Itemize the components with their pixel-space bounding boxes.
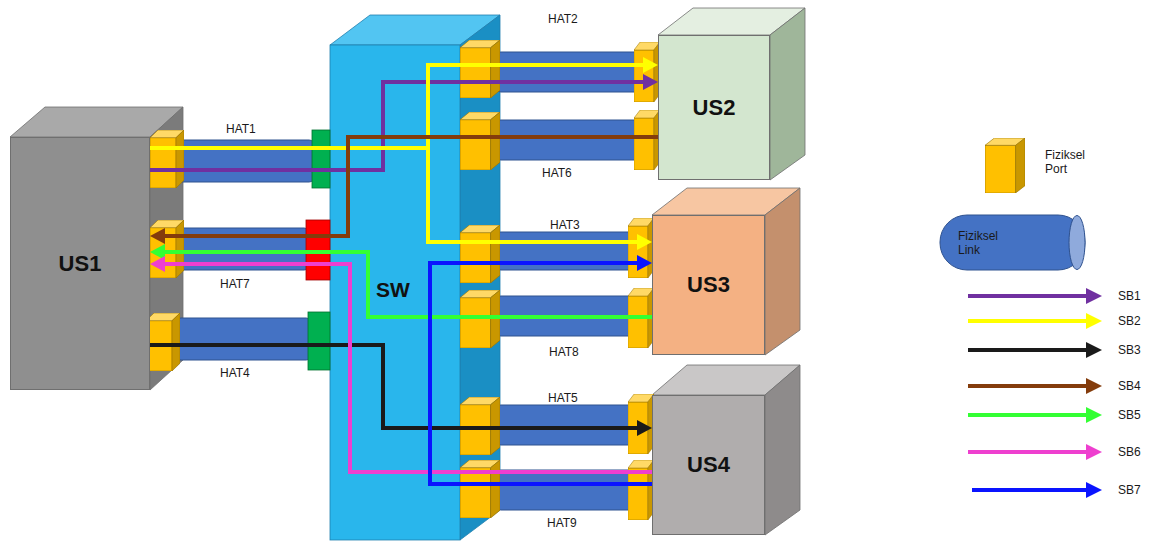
legend-text: Fiziksel Link — [958, 229, 1022, 257]
legend-arrowhead — [1086, 444, 1102, 460]
flow-line — [430, 263, 652, 484]
flow-line — [150, 148, 640, 242]
arrowhead — [643, 57, 658, 73]
legend-arrowhead — [1086, 313, 1102, 329]
legend-arrowhead — [1086, 378, 1102, 394]
link-cylinder — [495, 405, 635, 445]
server-box: US4 — [652, 395, 765, 535]
flow-arrow — [430, 255, 652, 484]
legend-link-sample — [940, 215, 1085, 270]
flow-arrow — [150, 244, 652, 317]
legend-arrowhead — [1086, 342, 1102, 358]
link-cylinder — [175, 318, 312, 360]
node-label: US4 — [687, 452, 730, 478]
link-label: HAT9 — [547, 516, 577, 530]
physical-links — [175, 52, 640, 510]
physical-port — [150, 130, 184, 188]
legend-text: SB6 — [1118, 445, 1154, 459]
legend-text: SB7 — [1118, 483, 1154, 497]
legend-text: SB5 — [1118, 408, 1154, 422]
legend-arrow — [972, 488, 1088, 492]
link-label: HAT8 — [549, 345, 579, 359]
physical-port — [146, 313, 180, 371]
flow-arrow — [150, 345, 652, 436]
legend-arrowhead — [1086, 407, 1102, 423]
switch-connector — [312, 130, 330, 188]
flow-arrow — [150, 57, 658, 148]
node-label: SW — [376, 278, 410, 302]
link-label: HAT2 — [548, 12, 578, 26]
arrowhead — [637, 234, 652, 250]
node-label: US1 — [59, 251, 102, 277]
link-cylinder — [495, 120, 640, 160]
link-cylinder — [495, 470, 635, 510]
legend-arrow — [968, 450, 1088, 454]
flow-arrow — [150, 74, 658, 170]
arrowhead — [637, 420, 652, 436]
switch-side-face — [460, 15, 500, 540]
physical-port — [634, 42, 660, 102]
physical-port — [460, 112, 500, 170]
node-label: US2 — [693, 95, 736, 121]
legend-arrow — [968, 413, 1088, 417]
legend-link-end — [1069, 216, 1085, 270]
physical-port — [634, 110, 660, 170]
arrowhead — [150, 256, 165, 272]
link-label: HAT5 — [548, 391, 578, 405]
legend-arrowhead — [1086, 482, 1102, 498]
legend-text: SB1 — [1118, 289, 1154, 303]
legend-arrow — [968, 348, 1088, 352]
box-side-face — [765, 365, 800, 535]
flow-line — [150, 345, 640, 428]
box-side-face — [770, 8, 805, 180]
link-label: HAT7 — [220, 277, 250, 291]
physical-port — [460, 460, 500, 518]
legend-text: SB4 — [1118, 379, 1154, 393]
switch-connector — [308, 312, 330, 370]
switch-box: SW — [330, 45, 460, 540]
server-box: US2 — [658, 35, 770, 180]
server-box: US3 — [652, 215, 765, 355]
link-label: HAT6 — [542, 166, 572, 180]
legend-text: Fiziksel Port — [1045, 148, 1109, 176]
link-cylinder — [495, 52, 640, 92]
link-label: HAT3 — [550, 218, 580, 232]
physical-port — [628, 394, 654, 454]
legend-arrow — [968, 384, 1088, 388]
physical-port — [460, 40, 500, 98]
physical-port — [628, 218, 654, 278]
legend-arrow-samples — [968, 288, 1102, 498]
physical-port — [150, 220, 184, 278]
arrowhead — [643, 74, 658, 90]
flow-line — [162, 264, 652, 472]
physical-port — [628, 460, 654, 520]
server-box: US1 — [10, 137, 150, 390]
flow-line — [150, 82, 646, 170]
node-label: US3 — [687, 272, 730, 298]
physical-port — [460, 225, 500, 283]
legend-arrow — [968, 294, 1088, 298]
legend-text: SB3 — [1118, 343, 1154, 357]
arrowhead — [150, 228, 165, 244]
flow-arrow — [150, 137, 658, 244]
legend-arrow — [968, 319, 1088, 323]
arrowhead — [637, 255, 652, 271]
box-side-face — [765, 188, 800, 355]
legend-text: SB2 — [1118, 314, 1154, 328]
legend-arrowhead — [1086, 288, 1102, 304]
legend-port-sample — [985, 138, 1025, 193]
flow-arrow — [150, 256, 652, 472]
link-label: HAT4 — [220, 366, 250, 380]
link-label: HAT1 — [226, 122, 256, 136]
flow-line — [162, 137, 658, 236]
